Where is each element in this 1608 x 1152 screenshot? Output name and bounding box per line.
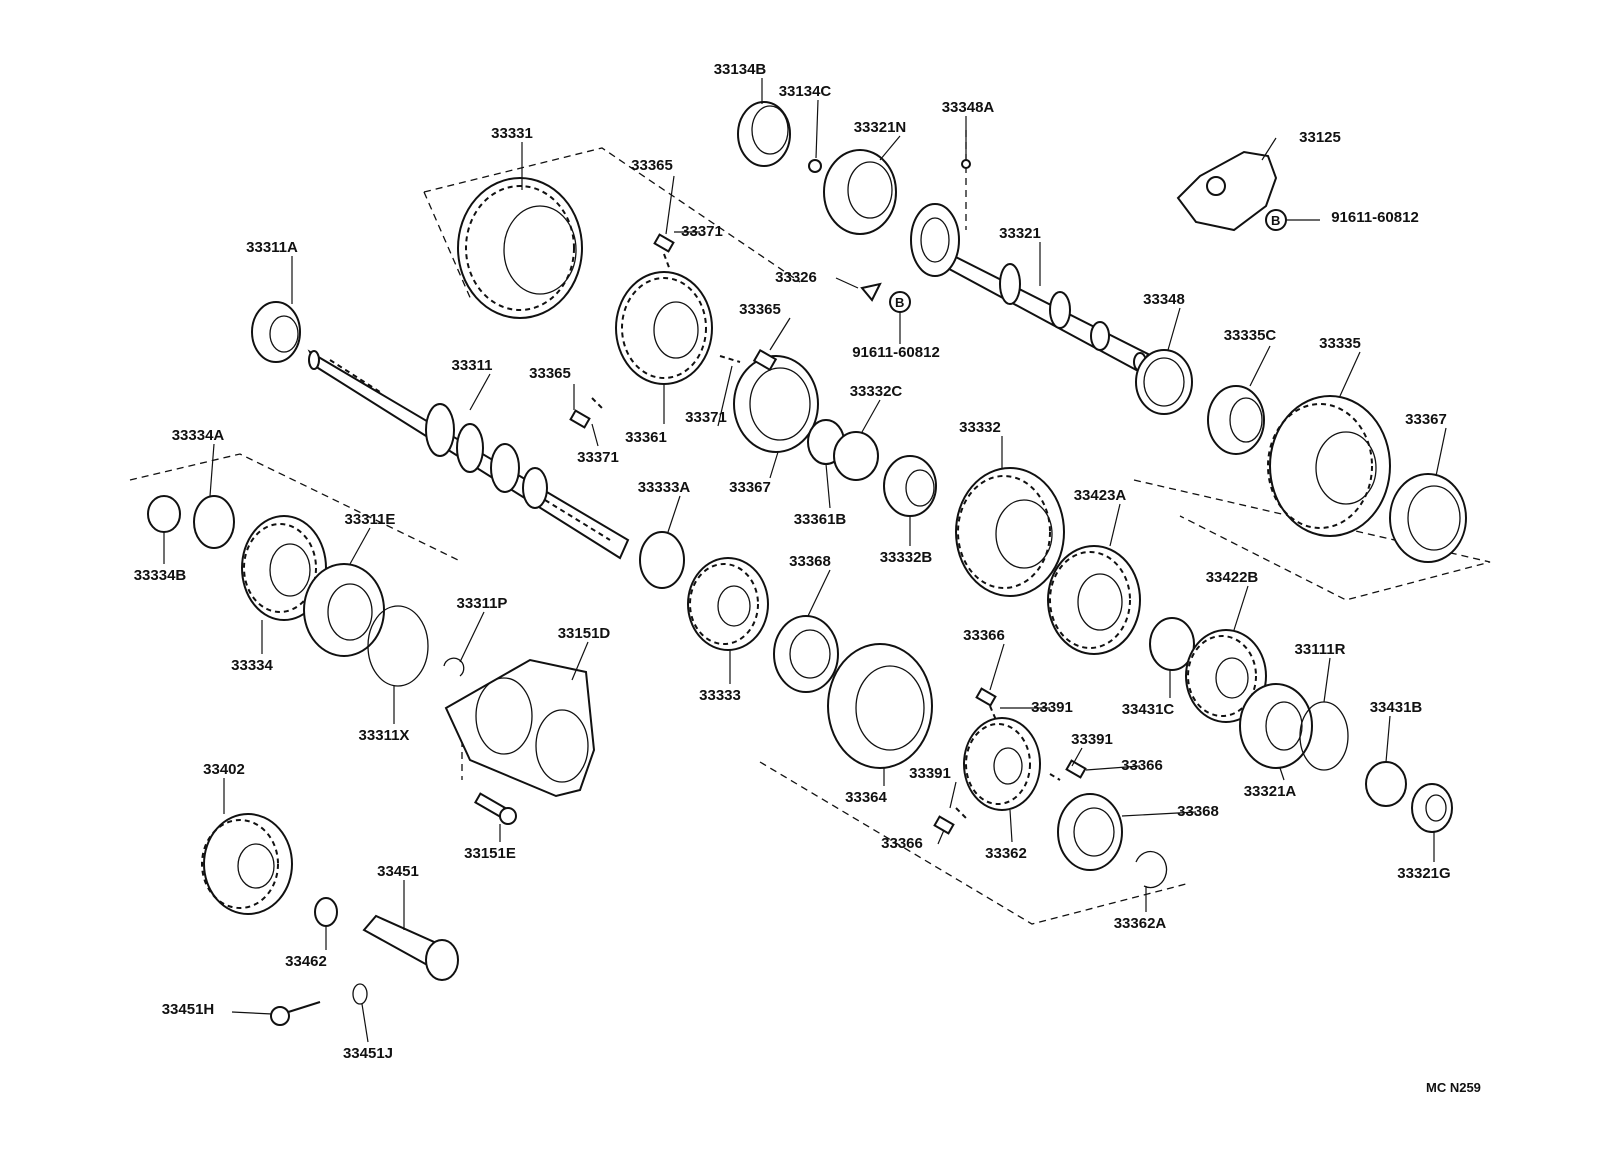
part-label-33367-b: 33367	[729, 479, 771, 496]
part-label-33366-b: 33366	[1121, 757, 1163, 774]
part-label-33321G: 33321G	[1397, 865, 1450, 882]
part-label-33321N: 33321N	[854, 119, 907, 136]
part-label-33334A: 33334A	[172, 427, 225, 444]
part-label-33362A: 33362A	[1114, 915, 1167, 932]
part-label-33366-a: 33366	[963, 627, 1005, 644]
part-label-33311X: 33311X	[359, 727, 410, 744]
part-label-33422B: 33422B	[1206, 569, 1259, 586]
bolt-marker-label: B	[1271, 213, 1280, 228]
input-shaft-33311	[307, 349, 630, 560]
part-label-33134C: 33134C	[779, 83, 832, 100]
part-label-33333A: 33333A	[638, 479, 691, 496]
part-label-33335: 33335	[1319, 335, 1361, 352]
part-label-33335C: 33335C	[1224, 327, 1277, 344]
part-label-91611-60812-a: 91611-60812	[1331, 209, 1419, 226]
part-label-33326: 33326	[775, 269, 817, 286]
part-label-33311P: 33311P	[457, 595, 508, 612]
part-label-33391-c: 33391	[909, 765, 951, 782]
part-label-33321A: 33321A	[1244, 783, 1297, 800]
part-label-91611-60812-b: 91611-60812	[852, 344, 940, 361]
part-label-33365-a: 33365	[631, 157, 673, 174]
bolt-marker-label: B	[895, 295, 904, 310]
part-label-33391-b: 33391	[1071, 731, 1113, 748]
part-label-33151E: 33151E	[464, 845, 516, 862]
part-label-33125: 33125	[1299, 129, 1341, 146]
part-label-33311: 33311	[452, 357, 493, 374]
part-label-33368-a: 33368	[789, 553, 831, 570]
counter-shaft-33321	[910, 203, 1150, 374]
part-label-33348A: 33348A	[942, 99, 995, 116]
part-label-33451: 33451	[377, 863, 419, 880]
part-label-33332: 33332	[959, 419, 1001, 436]
part-label-33331: 33331	[491, 125, 533, 142]
part-label-33367-a: 33367	[1405, 411, 1447, 428]
part-label-33111R: 33111R	[1295, 641, 1346, 658]
part-label-33391-a: 33391	[1031, 699, 1073, 716]
leader-lines	[163, 78, 1447, 1043]
part-label-33371-c: 33371	[577, 449, 619, 466]
part-label-33348: 33348	[1143, 291, 1185, 308]
part-label-33311A: 33311A	[246, 239, 298, 256]
part-label-33402: 33402	[203, 761, 245, 778]
part-label-33334: 33334	[231, 657, 273, 674]
part-label-33431B: 33431B	[1370, 699, 1423, 716]
part-label-33151D: 33151D	[558, 625, 611, 642]
gear-parts	[147, 101, 1467, 1026]
part-label-33321: 33321	[999, 225, 1041, 242]
part-label-33332B: 33332B	[880, 549, 933, 566]
part-labels: 33134B 33134C 33321N 33348A 33125 91611-60812…	[134, 61, 1451, 1062]
part-label-33371-b: 33371	[685, 409, 727, 426]
diagram-code: MC N259	[1426, 1080, 1481, 1095]
part-label-33333: 33333	[699, 687, 741, 704]
part-label-33361: 33361	[625, 429, 667, 446]
part-label-33364: 33364	[845, 789, 887, 806]
part-label-33311E: 33311E	[345, 511, 396, 528]
part-label-33365-b: 33365	[739, 301, 781, 318]
part-label-33332C: 33332C	[850, 383, 903, 400]
bolt-markers: B B	[889, 209, 1287, 313]
part-label-33451H: 33451H	[162, 1001, 215, 1018]
part-label-33334B: 33334B	[134, 567, 187, 584]
part-label-33462: 33462	[285, 953, 327, 970]
part-label-33451J: 33451J	[343, 1045, 393, 1062]
part-label-33365-c: 33365	[529, 365, 571, 382]
part-label-33361B: 33361B	[794, 511, 847, 528]
part-label-33366-c: 33366	[881, 835, 923, 852]
part-label-33371-a: 33371	[681, 223, 723, 240]
part-label-33134B: 33134B	[714, 61, 767, 78]
part-label-33362: 33362	[985, 845, 1027, 862]
part-label-33368-b: 33368	[1177, 803, 1219, 820]
part-label-33423A: 33423A	[1074, 487, 1127, 504]
part-label-33431C: 33431C	[1122, 701, 1175, 718]
